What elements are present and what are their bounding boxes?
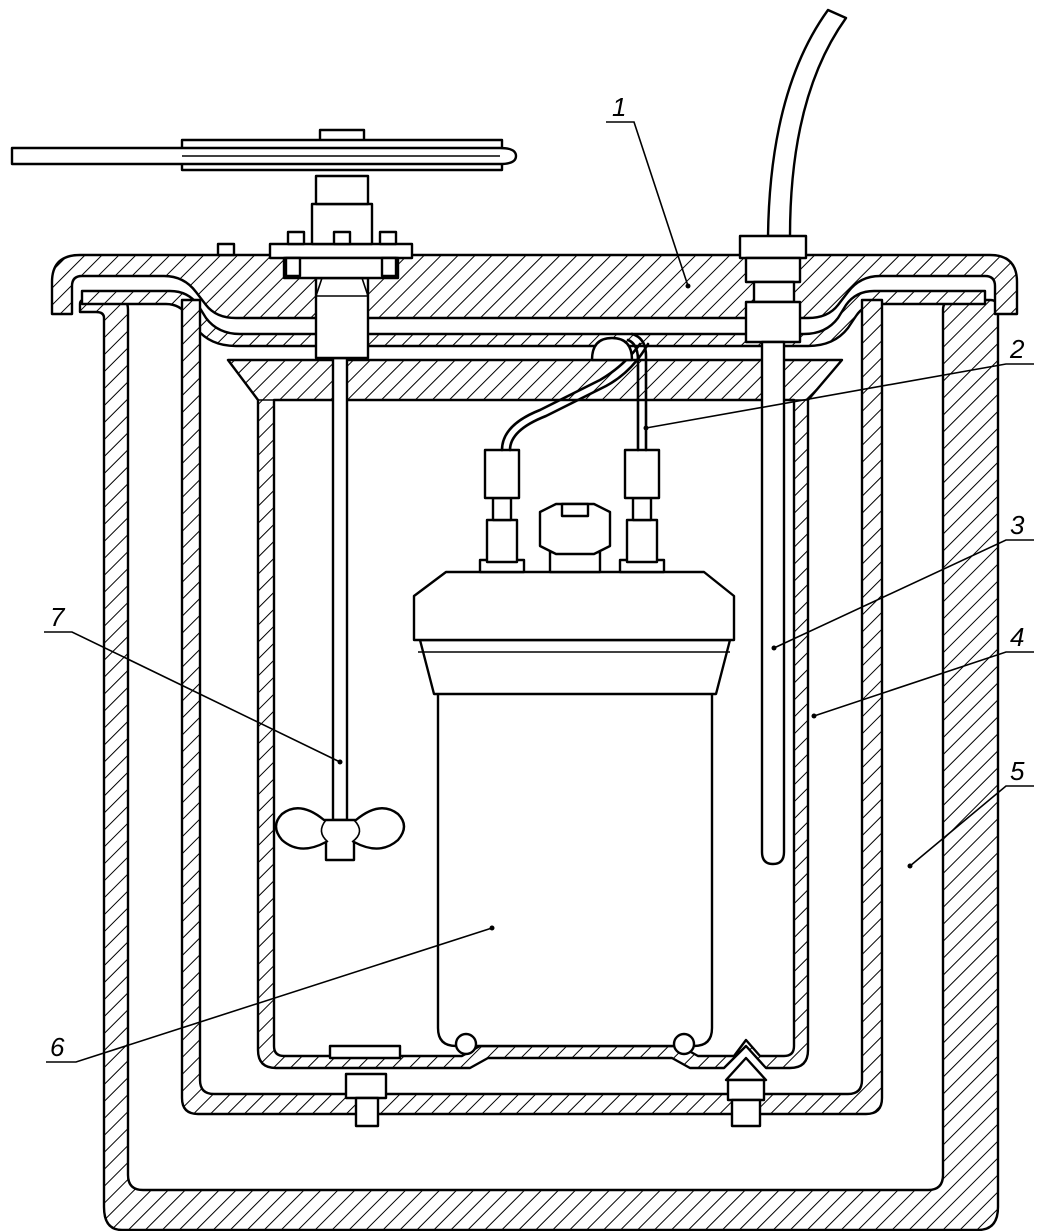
leader-dot-7 xyxy=(337,759,343,765)
thermometer-cable xyxy=(766,8,848,238)
leader-line-6 xyxy=(46,927,493,1063)
left-foot-plate xyxy=(328,1044,402,1060)
left-electrode-body xyxy=(485,518,519,564)
right-electrode-neck xyxy=(631,496,653,522)
calorimeter-bucket-wall xyxy=(226,358,844,1070)
inner-vessel-wall xyxy=(180,298,884,1116)
wire-clip xyxy=(590,336,634,362)
callout-1: 1 xyxy=(612,92,626,122)
right-electrode-connector xyxy=(623,448,661,500)
thermometer-fitting xyxy=(744,300,802,344)
callout-2: 2 xyxy=(1009,334,1025,364)
left-electrode-neck xyxy=(491,496,513,522)
leader-dot-3 xyxy=(771,645,777,651)
ignition-wire-right-inner xyxy=(630,332,648,452)
leader-dot-5 xyxy=(907,863,913,869)
left-support-nut xyxy=(344,1072,388,1100)
bolt-center xyxy=(332,230,352,246)
thermometer-gland-nut xyxy=(744,256,802,284)
leader-line-2 xyxy=(645,363,1034,429)
left-support-stem xyxy=(354,1096,380,1128)
bomb-cap-taper xyxy=(418,638,732,696)
bomb-foot-left xyxy=(454,1032,478,1056)
stirrer-hub xyxy=(314,174,370,206)
right-support-nut xyxy=(726,1078,766,1102)
leader-dot-4 xyxy=(811,713,817,719)
callout-4: 4 xyxy=(1010,622,1024,652)
leader-line-4 xyxy=(813,651,1034,717)
stirrer-impeller xyxy=(274,807,406,862)
bolt-left xyxy=(286,230,306,246)
callout-3: 3 xyxy=(1010,510,1025,540)
leader-line-5 xyxy=(909,785,1034,867)
stirrer-mount-base xyxy=(282,256,400,280)
bolt-right xyxy=(378,230,398,246)
leader-dot-6 xyxy=(489,925,495,931)
callout-5: 5 xyxy=(1010,756,1025,786)
leader-line-7 xyxy=(44,631,341,763)
bomb-cap xyxy=(412,570,736,642)
thermometer-probe xyxy=(760,340,786,866)
bomb-foot-right xyxy=(672,1032,696,1056)
leader-dot-2 xyxy=(643,425,649,431)
thermometer-gland-lower xyxy=(752,280,796,304)
leader-line-1 xyxy=(606,121,689,287)
leader-line-3 xyxy=(773,539,1034,649)
stirrer-shaft xyxy=(331,356,349,822)
stirrer-bearing-taper xyxy=(315,277,369,297)
callout-6: 6 xyxy=(50,1032,65,1062)
bomb-valve-top xyxy=(560,502,590,518)
bomb-body xyxy=(436,688,714,1048)
stirrer-bearing-lower xyxy=(314,276,370,360)
bolt-lower-left xyxy=(284,256,302,278)
stirrer-impeller-detail xyxy=(320,819,361,843)
callout-7: 7 xyxy=(50,602,66,632)
lid-screw xyxy=(216,242,236,257)
bolt-lower-right xyxy=(380,256,398,278)
stirrer-mount-plate xyxy=(268,242,414,260)
ignition-wire-right xyxy=(626,338,640,452)
right-electrode-body xyxy=(625,518,659,564)
left-electrode-connector xyxy=(483,448,521,500)
leader-dot-1 xyxy=(685,283,691,289)
thermometer-gland-top xyxy=(738,234,808,260)
right-support-stem xyxy=(730,1098,762,1128)
